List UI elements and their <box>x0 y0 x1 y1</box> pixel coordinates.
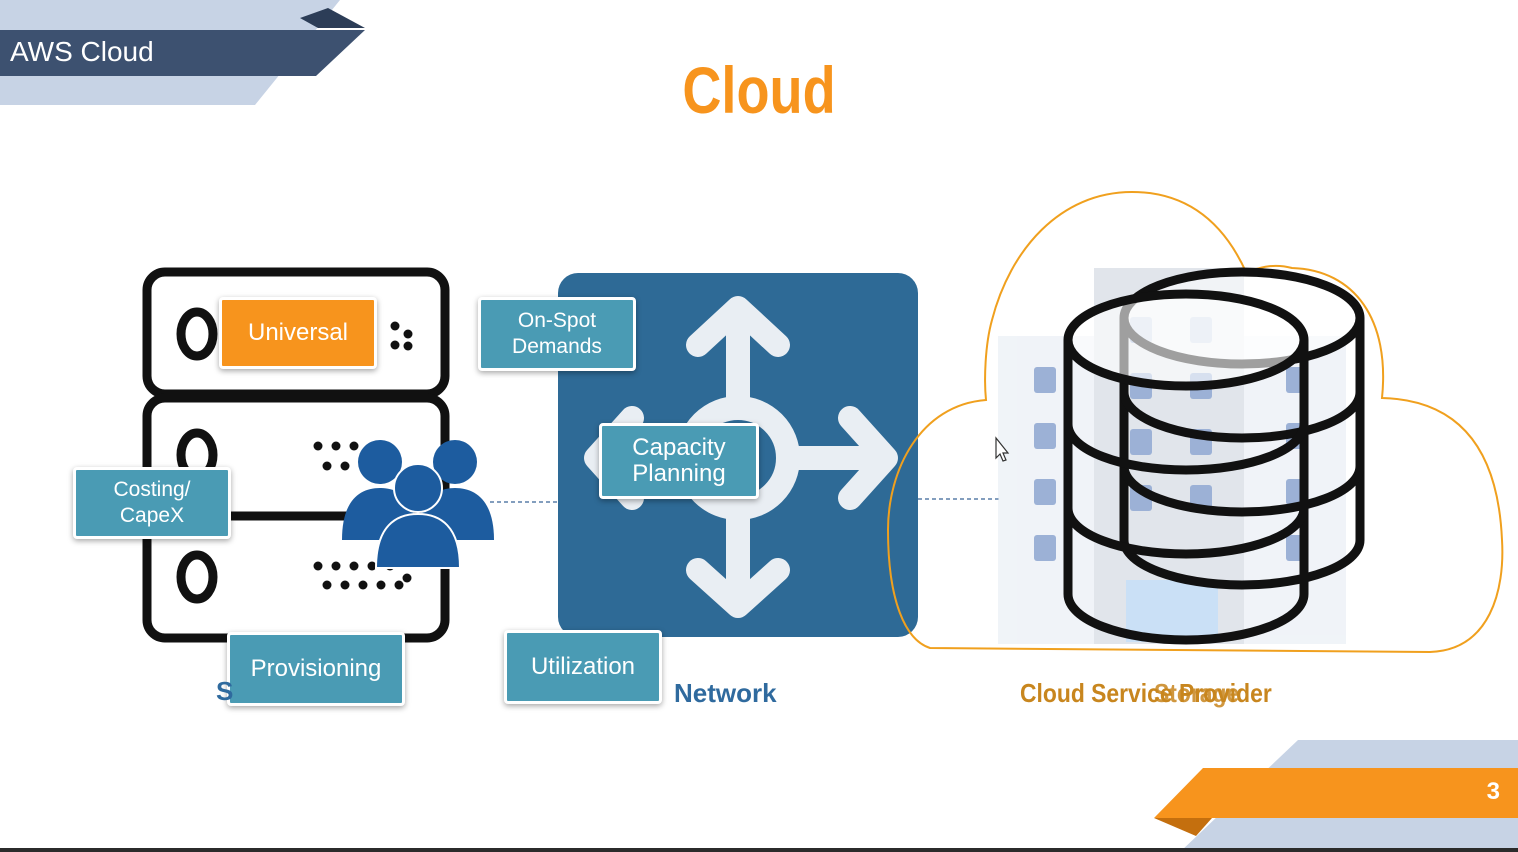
cloud-service-provider-label: Cloud Service Provider <box>1020 678 1272 708</box>
tag-universal: Universal <box>219 297 377 369</box>
footer-band <box>1154 740 1518 852</box>
header-title: AWS Cloud <box>10 36 154 67</box>
database-icon <box>1063 267 1365 645</box>
slide-title: Cloud <box>682 53 836 127</box>
network-label: Network <box>674 678 777 708</box>
storage-label: Storage <box>1154 678 1240 708</box>
tag-utilization: Utilization <box>504 630 662 704</box>
mouse-cursor-icon <box>995 436 1010 462</box>
server-label-fragment: S <box>216 676 234 706</box>
users-group-icon <box>342 440 494 569</box>
tag-on-spot-demands: On-Spot Demands <box>478 297 636 371</box>
header-band <box>0 0 365 105</box>
page-number: 3 <box>1486 778 1500 805</box>
tag-capacity-planning: Capacity Planning <box>599 423 759 499</box>
bottom-edge-bar <box>0 848 1518 852</box>
tag-provisioning: Provisioning <box>227 632 405 706</box>
tag-costing-capex: Costing/ CapeX <box>73 467 231 539</box>
cloud-outline-icon <box>886 190 1504 654</box>
